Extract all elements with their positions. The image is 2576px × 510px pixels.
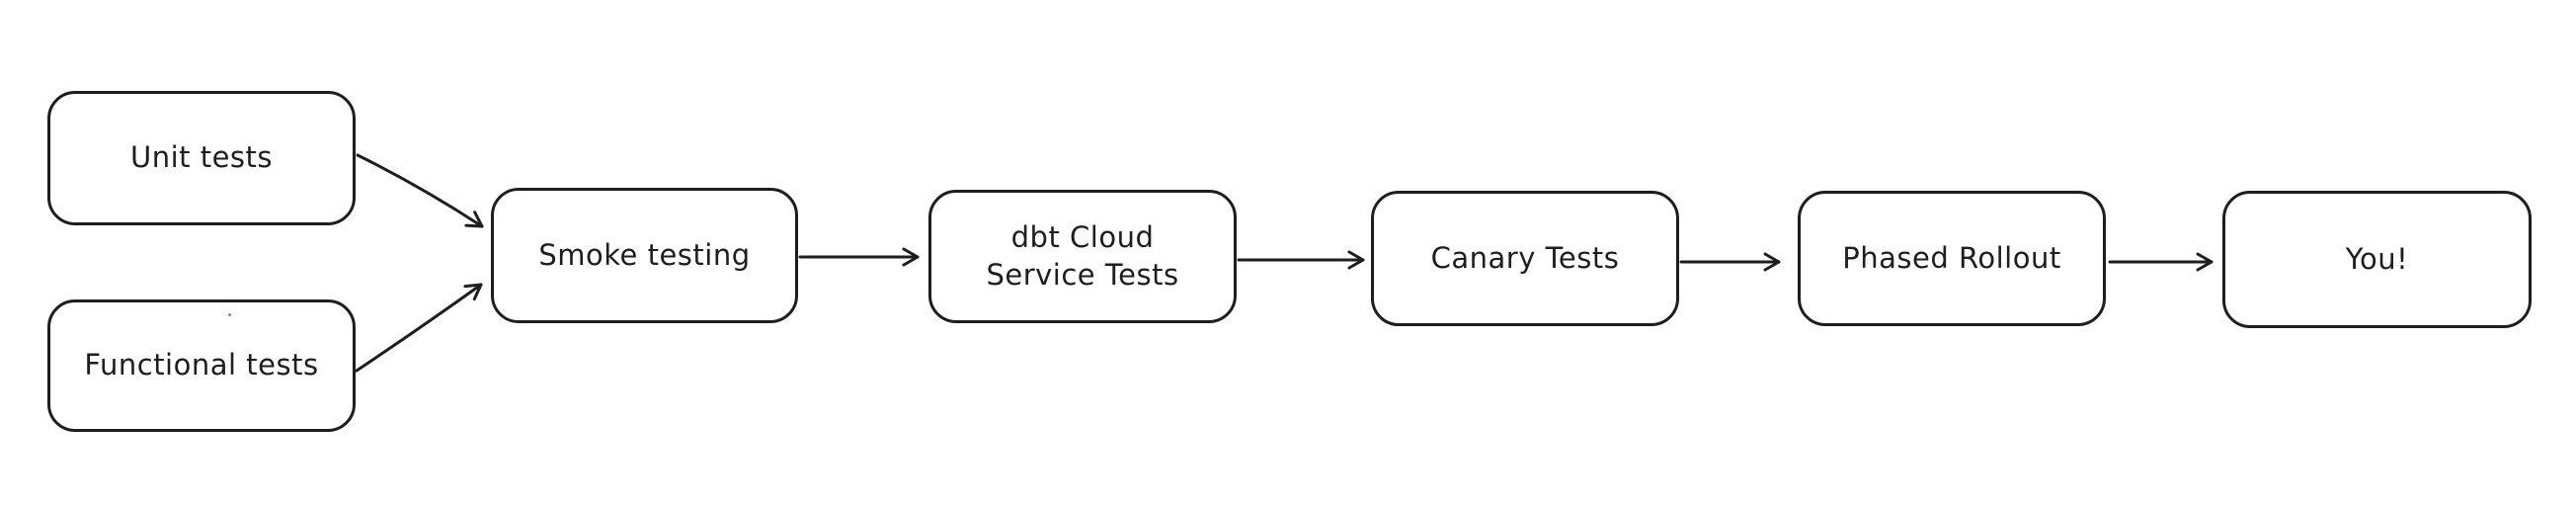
node-smoke-testing-label: Smoke testing	[538, 237, 751, 272]
stray-red-dot-artifact	[228, 313, 231, 316]
node-functional-tests-label: Functional tests	[84, 348, 319, 382]
arrow-unit-tests-to-smoke-testing	[356, 153, 484, 228]
node-dbt-cloud-service-tests: dbt Cloud Service Tests	[928, 190, 1237, 323]
node-canary-tests-label: Canary Tests	[1430, 240, 1620, 275]
node-smoke-testing: Smoke testing	[491, 188, 798, 323]
node-dbt-cloud-service-tests-label: dbt Cloud Service Tests	[986, 219, 1179, 292]
node-canary-tests: Canary Tests	[1371, 191, 1679, 326]
node-phased-rollout: Phased Rollout	[1798, 191, 2106, 326]
node-unit-tests: Unit tests	[47, 91, 356, 225]
node-unit-tests-label: Unit tests	[129, 140, 274, 175]
node-you-label: You!	[2345, 241, 2409, 276]
node-you: You!	[2222, 191, 2532, 328]
arrow-functional-tests-to-smoke-testing	[355, 283, 483, 373]
node-phased-rollout-label: Phased Rollout	[1842, 240, 2061, 275]
node-functional-tests: Functional tests	[47, 299, 356, 432]
